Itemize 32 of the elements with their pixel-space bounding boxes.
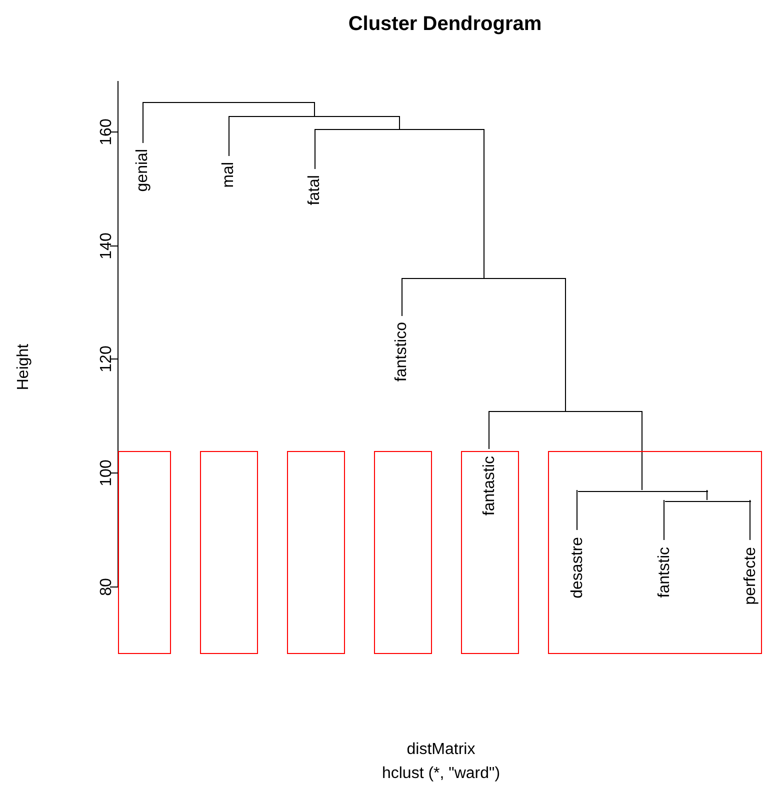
leaf-label: desastre — [568, 537, 588, 598]
dendrogram-link — [399, 116, 400, 130]
chart-title: Cluster Dendrogram — [347, 13, 543, 36]
cluster-box — [374, 451, 432, 654]
dendrogram-link — [576, 490, 578, 530]
tick-label: 160 — [97, 118, 116, 146]
tick-label: 100 — [97, 460, 116, 486]
tick-label: 140 — [97, 232, 116, 260]
leaf-label: fantstico — [392, 322, 412, 382]
tick-label: 80 — [97, 578, 116, 596]
dendrogram-link — [706, 490, 708, 500]
leaf-label: fantastic — [480, 456, 500, 516]
dendrogram-link — [228, 116, 230, 156]
cluster-box — [548, 451, 762, 654]
dendrogram-link — [314, 102, 315, 116]
axis-caption: distMatrix — [406, 740, 476, 760]
leaf-label: perfecte — [741, 547, 761, 605]
dendrogram-link — [142, 102, 144, 144]
axis-caption: hclust (*, "ward") — [382, 764, 500, 784]
tick-label: 120 — [97, 346, 116, 372]
dendrogram-link — [488, 410, 490, 450]
cluster-box — [200, 451, 258, 654]
leaf-label: mal — [219, 162, 239, 188]
cluster-box — [287, 451, 345, 654]
leaf-label: genial — [133, 149, 153, 192]
cluster-box — [461, 451, 519, 654]
dendrogram-link — [314, 128, 316, 170]
leaf-label: fatal — [305, 175, 325, 206]
dendrogram-link — [565, 278, 566, 412]
cluster-box — [118, 451, 171, 654]
axis-title: Height — [14, 344, 33, 390]
leaf-label: fantstic — [655, 547, 675, 598]
